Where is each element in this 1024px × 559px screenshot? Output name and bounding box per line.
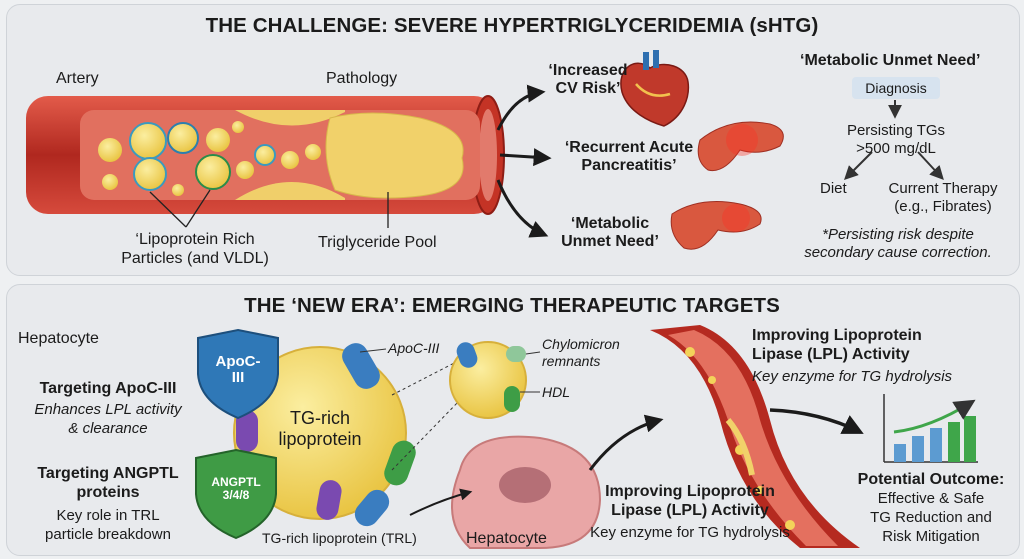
target-apoc-desc-line1: Enhances LPL activity <box>34 401 182 418</box>
therapy-line2: (e.g., Fibrates) <box>894 198 992 215</box>
angptl-shield-icon <box>195 448 277 540</box>
lpl-top-line1: Improving Lipoprotein <box>752 327 922 344</box>
target-angptl-desc-line2: particle breakdown <box>45 526 171 543</box>
target-angptl-title-line1: Targeting ANGPTL <box>37 465 179 482</box>
target-angptl-title: Targeting ANGPTL proteins <box>18 464 198 502</box>
therapy-line1: Current Therapy <box>888 180 998 197</box>
tg-rich-center-label: TG-rich lipoprotein <box>258 408 382 450</box>
particles-label: ‘Lipoprotein Rich Particles (and VLDL) <box>100 230 290 268</box>
target-angptl-desc: Key role in TRL particle breakdown <box>18 506 198 544</box>
hepatocyte-cell <box>451 435 602 549</box>
new-era-title: THE ‘NEW ERA’: EMERGING THERAPEUTIC TARG… <box>244 294 780 317</box>
target-angptl-title-line2: proteins <box>76 484 140 501</box>
lpl-top-desc: Key enzyme for TG hydrolysis <box>752 368 953 385</box>
target-apoc-title: Targeting ApoC-III <box>39 380 177 397</box>
risk-pancreatitis-label: ‘Recurrent Acute Pancreatitis’ <box>556 139 702 175</box>
persisting-line1: Persisting TGs <box>846 122 946 139</box>
persisting-tgs-label: Persisting TGs >500 mg/dL <box>828 122 964 158</box>
artery-illustration <box>26 95 505 228</box>
apoc-iii-shield-icon <box>197 328 279 420</box>
center-label-line2: lipoprotein <box>278 429 362 449</box>
risk-unmet-need-label: ‘Metabolic Unmet Need’ <box>552 215 668 251</box>
chylo-line1: Chylomicron <box>542 336 620 352</box>
lpl-top-title: Improving Lipoprotein Lipase (LPL) Activ… <box>752 326 922 364</box>
lpl-top-line2: Lipase (LPL) Activity <box>752 346 910 363</box>
lpl-bottom-title: Improving Lipoprotein Lipase (LPL) Activ… <box>580 482 800 520</box>
apoc-shield-text: ApoC- III <box>200 354 276 386</box>
artery-label: Artery <box>56 70 99 87</box>
target-angptl-desc-line1: Key role in TRL <box>56 507 160 524</box>
risk-pancreatitis-line1: ‘Recurrent Acute <box>564 139 694 156</box>
angptl-shield-line1: ANGPTL <box>211 475 261 489</box>
target-apoc-desc-line2: & clearance <box>68 420 148 437</box>
current-therapy-label: Current Therapy (e.g., Fibrates) <box>878 180 1008 216</box>
diagnosis-box: Diagnosis <box>852 77 940 99</box>
risk-cv-label: ‘Increased CV Risk’ <box>538 62 638 98</box>
footnote-line1: *Persisting risk despite <box>822 226 974 243</box>
risk-cv-line1: ‘Increased <box>548 62 628 79</box>
chylo-line2: remnants <box>542 353 601 369</box>
hepatocyte-cell-label: Hepatocyte <box>466 530 547 547</box>
outcome-bar-chart <box>883 394 978 463</box>
footnote: *Persisting risk despite secondary cause… <box>784 226 1012 262</box>
chylomicron-callout: Chylomicron remnants <box>542 336 620 370</box>
apoc-shield-line2: III <box>231 368 245 386</box>
risk-pancreatitis-line2: Pancreatitis’ <box>581 157 677 174</box>
lpl-bottom-line2: Lipase (LPL) Activity <box>611 502 769 519</box>
trl-label: TG-rich lipoprotein (TRL) <box>262 530 417 546</box>
apoc-callout: ApoC-III <box>388 340 440 356</box>
lipoprotein-particles <box>98 121 321 196</box>
lpl-bottom-line1: Improving Lipoprotein <box>605 483 775 500</box>
footnote-line2: secondary cause correction. <box>804 244 992 261</box>
risk-unmet-line2: Unmet Need’ <box>561 233 659 250</box>
pancreas-icon <box>697 121 784 172</box>
unmet-need-title: ‘Metabolic Unmet Need’ <box>800 52 981 69</box>
outcome-title: Potential Outcome: <box>857 471 1005 488</box>
outcome-line2: TG Reduction and <box>870 509 992 526</box>
persisting-line2: >500 mg/dL <box>856 140 936 157</box>
outcome-line1: Effective & Safe <box>877 490 985 507</box>
heart-icon <box>620 50 690 127</box>
hdl-callout: HDL <box>542 384 571 400</box>
particles-label-line2: Particles (and VLDL) <box>121 250 269 267</box>
center-label-line1: TG-rich <box>290 408 350 428</box>
risk-cv-line2: CV Risk’ <box>555 80 621 97</box>
particles-label-line1: ‘Lipoprotein Rich <box>135 231 255 248</box>
challenge-title: THE CHALLENGE: SEVERE HYPERTRIGLYCERIDEM… <box>205 14 819 37</box>
apoc-shield-line1: ApoC- <box>215 353 261 370</box>
diet-label: Diet <box>820 180 847 197</box>
small-particle <box>449 341 527 419</box>
risk-unmet-line1: ‘Metabolic <box>570 215 650 232</box>
pathology-label: Pathology <box>326 70 398 87</box>
angptl-shield-line2: 3/4/8 <box>222 487 250 502</box>
outcome-line3: Risk Mitigation <box>882 528 980 545</box>
outcome-block: Potential Outcome: Effective & Safe TG R… <box>846 470 1016 546</box>
blood-vessel-illustration <box>650 325 860 548</box>
hepatocyte-label: Hepatocyte <box>18 330 99 347</box>
pancreas-icon <box>670 201 762 250</box>
triglyceride-pool-label: Triglyceride Pool <box>318 234 437 251</box>
target-apoc-desc: Enhances LPL activity & clearance <box>18 400 198 438</box>
angptl-shield-text: ANGPTL 3/4/8 <box>198 476 274 501</box>
lpl-bottom-desc: Key enzyme for TG hydrolysis <box>590 524 790 541</box>
